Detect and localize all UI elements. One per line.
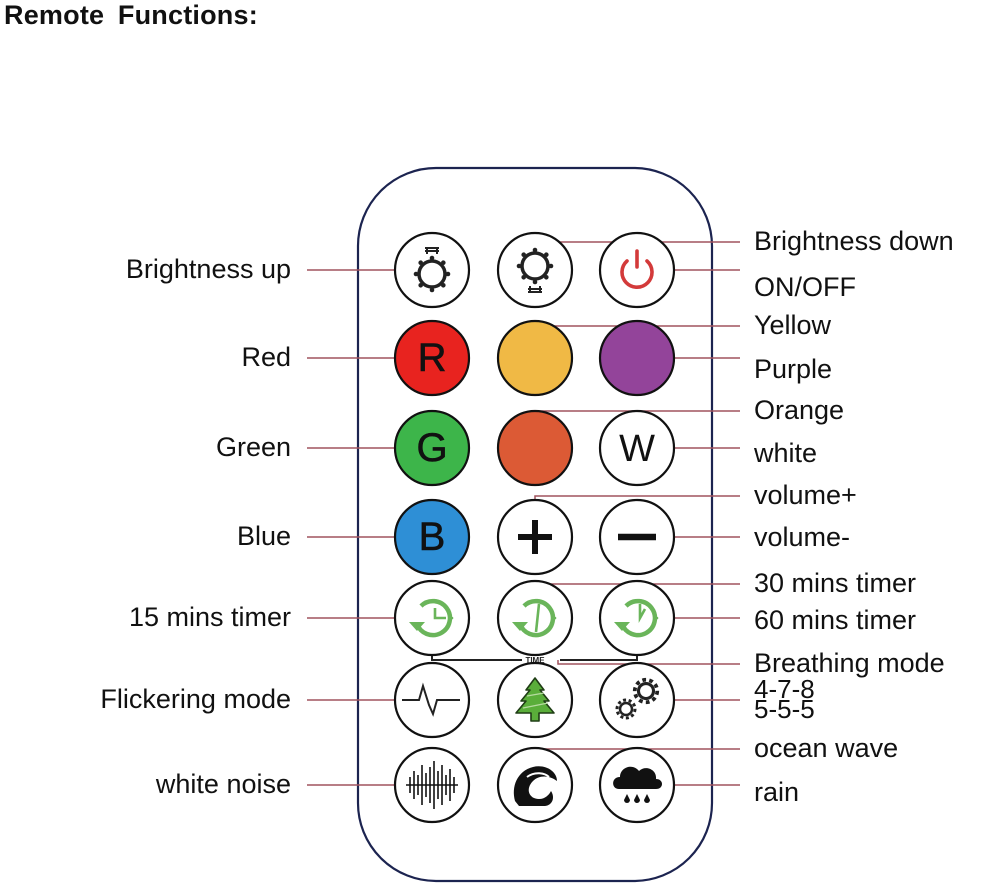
green-label: Green xyxy=(215,432,291,462)
yellow-button[interactable] xyxy=(496,319,574,397)
volume-up-leader-line xyxy=(534,495,740,500)
white-noise-button[interactable] xyxy=(393,746,471,824)
sound-wave-icon xyxy=(406,761,458,809)
white-noise-label: white noise xyxy=(155,769,291,799)
timer-15-button[interactable] xyxy=(393,579,471,657)
timer-15-icon xyxy=(409,600,453,637)
breathing-leader-line xyxy=(557,660,740,665)
flickering-label: Flickering mode xyxy=(100,684,291,714)
yellow-label: Yellow xyxy=(754,310,832,340)
svg-text:R: R xyxy=(418,336,447,380)
breathing-pattern-label-line: 5-5-5 xyxy=(754,694,815,725)
orange-label: Orange xyxy=(754,395,845,425)
ocean-wave-icon xyxy=(513,766,557,806)
plus-icon xyxy=(518,520,552,554)
flickering-button[interactable] xyxy=(393,661,471,739)
rain-cloud-icon xyxy=(613,766,662,803)
brightness-down-icon xyxy=(514,245,556,293)
purple-button[interactable] xyxy=(598,319,676,397)
letter-b-icon: B xyxy=(418,515,446,560)
svg-text:W: W xyxy=(619,428,655,470)
volume-down-label: volume- xyxy=(754,522,851,552)
volume-up-button[interactable] xyxy=(496,498,574,576)
blue-label: Blue xyxy=(236,521,291,551)
timer-60-icon xyxy=(614,600,658,637)
rain-label: rain xyxy=(754,777,800,807)
timer-30-label: 30 mins timer xyxy=(754,568,917,598)
red-button[interactable]: R xyxy=(393,319,471,397)
purple-label: Purple xyxy=(754,354,833,384)
breathing-pattern-button[interactable] xyxy=(598,661,676,739)
svg-text:G: G xyxy=(416,426,447,470)
breathing-label: Breathing mode xyxy=(754,648,945,678)
breathing-pattern-label-line: 4-7-8 xyxy=(754,674,815,704)
on-off-label: ON/OFF xyxy=(754,272,856,302)
timer-30-button[interactable] xyxy=(496,579,574,657)
letter-w-icon: W xyxy=(619,428,655,470)
orange-button[interactable] xyxy=(496,409,574,487)
volume-up-label: volume+ xyxy=(754,480,857,510)
rain-button[interactable] xyxy=(598,746,676,824)
brightness-down-button[interactable] xyxy=(496,231,574,309)
brightness-up-button[interactable] xyxy=(393,231,471,309)
ocean-wave-label: ocean wave xyxy=(754,733,899,763)
pulse-wave-icon xyxy=(402,682,460,717)
time-caption: TIME xyxy=(525,656,545,665)
timer-60-label: 60 mins timer xyxy=(754,605,917,635)
blue-button[interactable]: B xyxy=(393,498,471,576)
on-off-button[interactable] xyxy=(598,231,676,309)
white-button[interactable]: W xyxy=(598,409,676,487)
page-title: Remote Functions: xyxy=(4,0,258,30)
brightness-up-label: Brightness up xyxy=(125,254,291,284)
green-button[interactable]: G xyxy=(393,409,471,487)
tree-icon xyxy=(515,677,555,722)
breathing-button[interactable] xyxy=(496,661,574,739)
svg-text:B: B xyxy=(419,515,446,559)
letter-g-icon: G xyxy=(416,426,448,471)
brightness-down-label: Brightness down xyxy=(754,226,954,256)
brightness-up-icon xyxy=(411,247,453,295)
ocean-wave-button[interactable] xyxy=(496,746,574,824)
white-label: white xyxy=(754,438,818,468)
letter-r-icon: R xyxy=(417,336,447,381)
power-icon xyxy=(620,249,654,289)
volume-down-button[interactable] xyxy=(598,498,676,576)
timer-30-icon xyxy=(512,600,556,637)
timer-60-button[interactable] xyxy=(598,579,676,657)
timer-15-label: 15 mins timer xyxy=(128,602,291,632)
red-label: Red xyxy=(241,342,291,372)
